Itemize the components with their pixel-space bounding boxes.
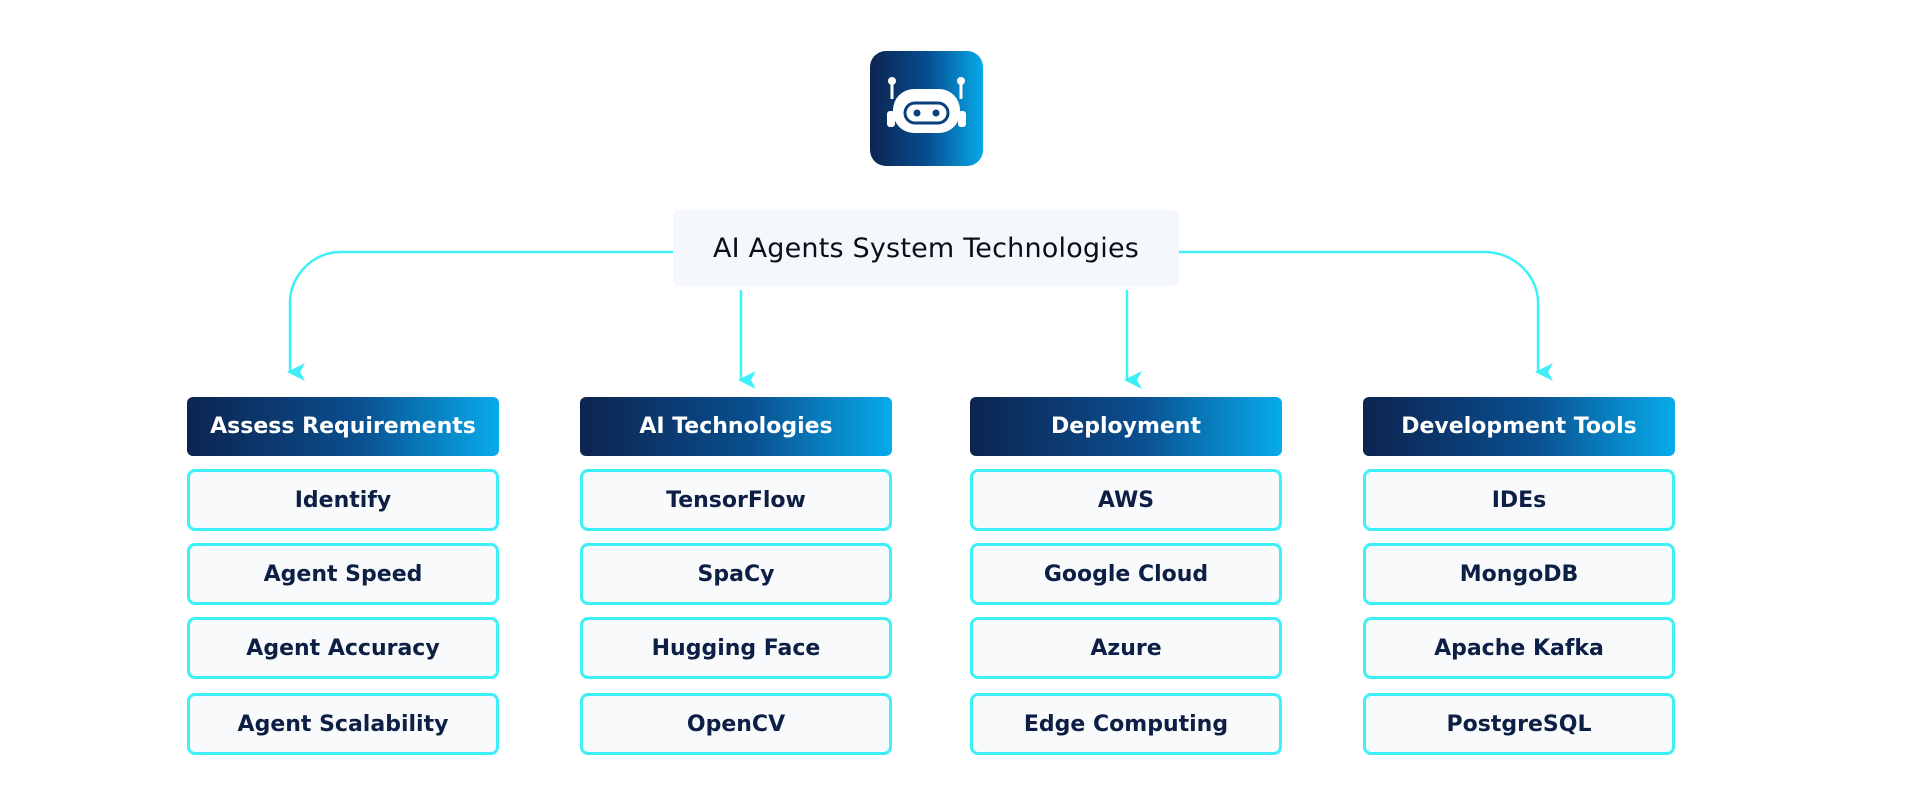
list-item: PostgreSQL [1363, 693, 1675, 755]
list-item: Agent Scalability [187, 693, 499, 755]
list-item: TensorFlow [580, 469, 892, 531]
column-header: Deployment [970, 397, 1282, 456]
list-item: Agent Accuracy [187, 617, 499, 679]
robot-icon-tile [870, 51, 983, 166]
list-item: Hugging Face [580, 617, 892, 679]
list-item: Apache Kafka [1363, 617, 1675, 679]
column-development-tools: Development Tools IDEs MongoDB Apache Ka… [1363, 397, 1675, 755]
column-header: Assess Requirements [187, 397, 499, 456]
list-item: Edge Computing [970, 693, 1282, 755]
list-item: Azure [970, 617, 1282, 679]
list-item: Identify [187, 469, 499, 531]
column-deployment: Deployment AWS Google Cloud Azure Edge C… [970, 397, 1282, 755]
list-item: SpaCy [580, 543, 892, 605]
connector-to-assess-requirements [287, 250, 673, 381]
list-item: Google Cloud [970, 543, 1282, 605]
root-node: AI Agents System Technologies [673, 210, 1179, 286]
diagram-title: AI Agents System Technologies [712, 232, 1140, 264]
column-assess-requirements: Assess Requirements Identify Agent Speed… [187, 397, 499, 755]
list-item: AWS [970, 469, 1282, 531]
list-item: Agent Speed [187, 543, 499, 605]
connector-to-development-tools [1179, 250, 1553, 381]
list-item: MongoDB [1363, 543, 1675, 605]
robot-icon [887, 77, 966, 133]
list-item: OpenCV [580, 693, 892, 755]
list-item: IDEs [1363, 469, 1675, 531]
column-ai-technologies: AI Technologies TensorFlow SpaCy Hugging… [580, 397, 892, 755]
column-header: Development Tools [1363, 397, 1675, 456]
column-header: AI Technologies [580, 397, 892, 456]
